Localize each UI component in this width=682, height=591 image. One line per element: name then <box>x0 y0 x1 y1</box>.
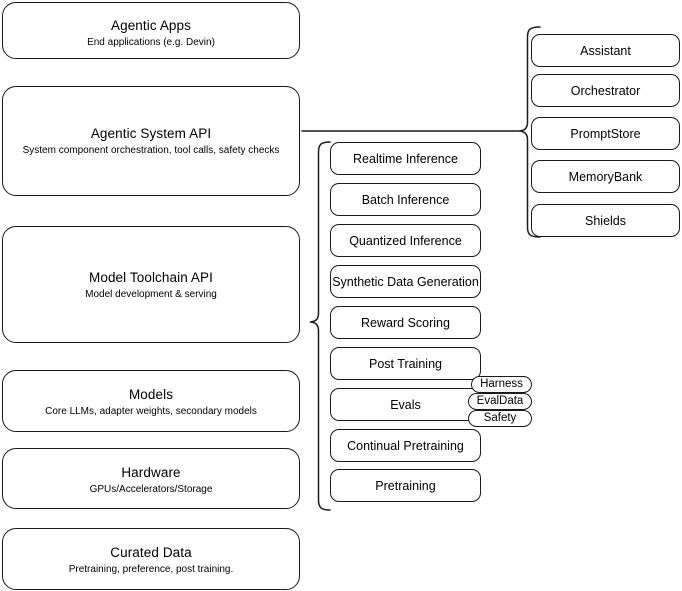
layer-text-curated-data: Curated Data Pretraining, preference, po… <box>3 544 299 577</box>
layer-title: Models <box>128 387 174 402</box>
toolchain-item-label: Continual Pretraining <box>347 438 464 453</box>
brace-toolchain-items <box>309 141 331 511</box>
layer-subtitle: Core LLMs, adapter weights, secondary mo… <box>45 406 257 417</box>
layer-title: Model Toolchain API <box>89 270 213 285</box>
agentic-component-label: Assistant <box>580 43 631 58</box>
layer-subtitle: Model development & serving <box>85 289 217 300</box>
eval-tag-label: Harness <box>480 377 523 390</box>
toolchain-item-reward-scoring[interactable]: Reward Scoring <box>330 306 481 339</box>
layer-title: Agentic Apps <box>110 18 191 33</box>
layer-subtitle: System component orchestration, tool cal… <box>22 145 280 156</box>
agentic-component-orchestrator[interactable]: Orchestrator <box>531 74 680 107</box>
agentic-component-memorybank[interactable]: MemoryBank <box>531 160 680 193</box>
agentic-component-label: Orchestrator <box>570 83 641 98</box>
toolchain-item-synthetic-data-generation[interactable]: Synthetic Data Generation <box>330 265 481 298</box>
toolchain-item-batch-inference[interactable]: Batch Inference <box>330 183 481 216</box>
layer-subtitle: GPUs/Accelerators/Storage <box>89 484 213 495</box>
layer-subtitle: Pretraining, preference, post training. <box>68 564 234 575</box>
toolchain-item-post-training[interactable]: Post Training <box>330 347 481 380</box>
layer-box-hardware[interactable]: Hardware GPUs/Accelerators/Storage <box>2 448 300 509</box>
agentic-component-shields[interactable]: Shields <box>531 204 680 237</box>
toolchain-item-label: Quantized Inference <box>349 233 462 248</box>
agentic-component-label: PromptStore <box>570 126 641 141</box>
layer-box-agentic-system-api[interactable]: Agentic System API System component orch… <box>2 86 300 196</box>
layer-text-agentic-system-api: Agentic System API System component orch… <box>3 125 299 158</box>
eval-tag-safety[interactable]: Safety <box>468 410 532 427</box>
eval-tag-label: EvalData <box>476 394 524 407</box>
layer-subtitle: End applications (e.g. Devin) <box>87 37 215 48</box>
layer-box-agentic-apps[interactable]: Agentic Apps End applications (e.g. Devi… <box>2 2 300 59</box>
toolchain-item-label: Reward Scoring <box>361 315 450 330</box>
eval-tag-harness[interactable]: Harness <box>471 376 532 393</box>
toolchain-item-continual-pretraining[interactable]: Continual Pretraining <box>330 429 481 462</box>
layer-box-model-toolchain-api[interactable]: Model Toolchain API Model development & … <box>2 226 300 343</box>
agentic-component-promptstore[interactable]: PromptStore <box>531 117 680 150</box>
toolchain-item-label: Pretraining <box>375 478 436 493</box>
toolchain-item-realtime-inference[interactable]: Realtime Inference <box>330 142 481 175</box>
layer-box-models[interactable]: Models Core LLMs, adapter weights, secon… <box>2 370 300 432</box>
layer-title: Curated Data <box>110 545 192 560</box>
toolchain-item-label: Evals <box>390 397 421 412</box>
layer-title: Hardware <box>121 465 181 480</box>
layer-text-agentic-apps: Agentic Apps End applications (e.g. Devi… <box>3 17 299 50</box>
toolchain-item-label: Batch Inference <box>361 192 450 207</box>
eval-tag-evaldata[interactable]: EvalData <box>468 393 532 410</box>
toolchain-item-label: Synthetic Data Generation <box>332 274 479 289</box>
layer-text-hardware: Hardware GPUs/Accelerators/Storage <box>3 464 299 497</box>
layer-text-models: Models Core LLMs, adapter weights, secon… <box>3 386 299 419</box>
layer-text-model-toolchain-api: Model Toolchain API Model development & … <box>3 269 299 302</box>
toolchain-item-quantized-inference[interactable]: Quantized Inference <box>330 224 481 257</box>
agentic-component-label: Shields <box>585 213 626 228</box>
toolchain-item-label: Realtime Inference <box>353 151 458 166</box>
layer-box-curated-data[interactable]: Curated Data Pretraining, preference, po… <box>2 528 300 590</box>
agentic-component-label: MemoryBank <box>568 169 643 184</box>
layer-title: Agentic System API <box>90 126 212 141</box>
toolchain-item-pretraining[interactable]: Pretraining <box>330 469 481 502</box>
toolchain-item-label: Post Training <box>369 356 442 371</box>
eval-tag-label: Safety <box>483 411 517 424</box>
toolchain-item-evals[interactable]: Evals <box>330 388 481 421</box>
agentic-component-assistant[interactable]: Assistant <box>531 34 680 67</box>
